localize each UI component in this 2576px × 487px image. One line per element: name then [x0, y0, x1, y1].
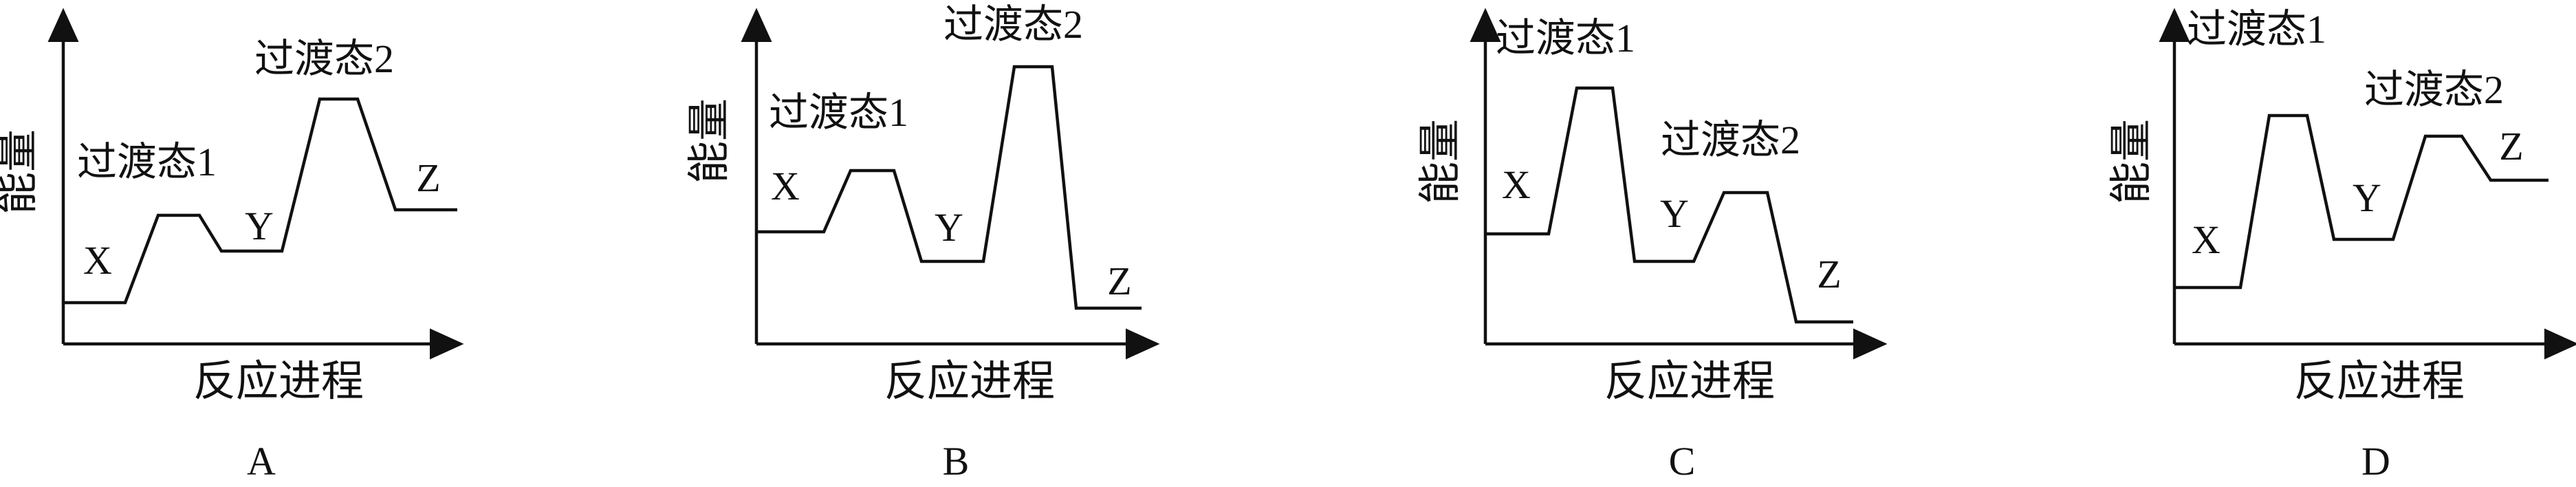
panel-b: 能量 反应进程 X 过渡态1 Y 过渡态2 Z B [686, 2, 1160, 484]
x-axis-label-d: 反应进程 [2294, 358, 2465, 405]
energy-curve-a [63, 97, 457, 305]
transition-state-1-label-a: 过渡态1 [77, 140, 217, 184]
energy-curve-b [756, 65, 1142, 310]
x-axis-label-a: 反应进程 [193, 358, 364, 405]
panel-c: 能量 反应进程 X 过渡态1 Y 过渡态2 Z C [1417, 8, 1888, 484]
intermediate-label-d: Y [2353, 175, 2381, 220]
panel-caption-d: D [2361, 439, 2390, 484]
transition-state-2-label-d: 过渡态2 [2364, 67, 2504, 112]
transition-state-2-label-c: 过渡态2 [1661, 118, 1800, 162]
reactant-label-a: X [83, 238, 112, 283]
y-axis-label-d: 能量 [2108, 119, 2155, 204]
panel-caption-b: B [943, 439, 970, 484]
intermediate-label-a: Y [245, 204, 274, 248]
y-axis-label-b: 能量 [686, 98, 733, 184]
transition-state-2-label-b: 过渡态2 [943, 2, 1083, 47]
transition-state-1-label-c: 过渡态1 [1496, 16, 1635, 61]
transition-state-2-label-a: 过渡态2 [254, 36, 394, 81]
product-label-b: Z [1107, 259, 1131, 303]
product-label-a: Z [416, 155, 440, 200]
intermediate-label-b: Y [935, 205, 963, 250]
transition-state-1-label-d: 过渡态1 [2187, 7, 2326, 52]
x-axis-label-b: 反应进程 [884, 358, 1055, 405]
panel-caption-c: C [1669, 439, 1696, 484]
reactant-label-c: X [1502, 162, 1531, 207]
energy-curve-d [2174, 113, 2548, 290]
panel-a: 能量 反应进程 X 过渡态1 Y 过渡态2 Z A [0, 8, 464, 484]
y-axis-label-c: 能量 [1417, 119, 1464, 204]
product-label-c: Z [1817, 252, 1841, 296]
reactant-label-d: X [2192, 217, 2220, 262]
panel-caption-a: A [247, 439, 276, 484]
intermediate-label-c: Y [1660, 191, 1689, 236]
y-axis-label-a: 能量 [0, 129, 41, 215]
energy-curve-c [1485, 86, 1853, 324]
panel-d: 能量 反应进程 X 过渡态1 Y 过渡态2 Z D [2108, 7, 2576, 484]
reactant-label-b: X [771, 164, 800, 208]
product-label-d: Z [2499, 124, 2523, 169]
transition-state-1-label-b: 过渡态1 [769, 90, 908, 135]
x-axis-label-c: 反应进程 [1604, 358, 1775, 405]
